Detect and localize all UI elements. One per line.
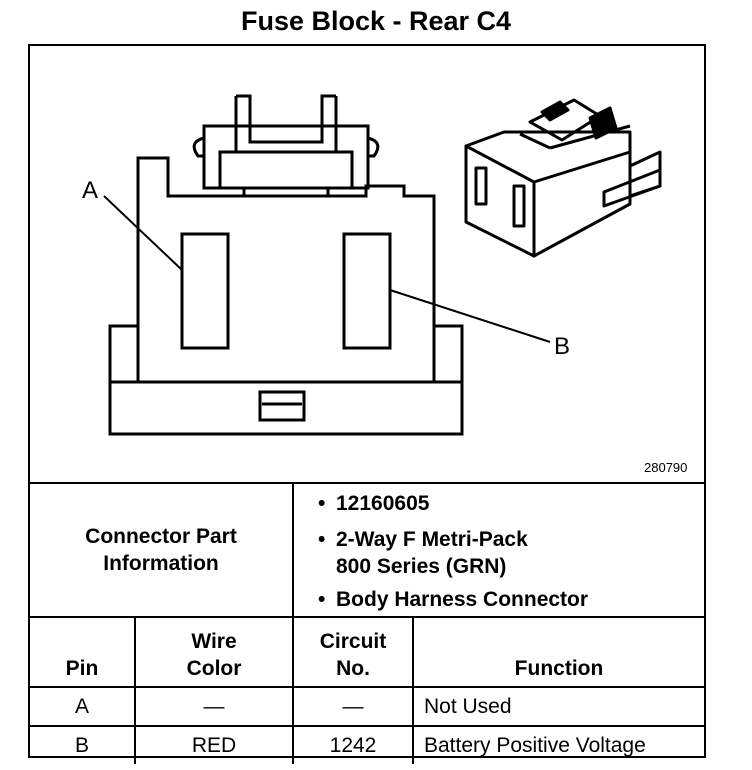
- cavity-a: [180, 232, 230, 350]
- callout-a: A: [82, 177, 98, 204]
- header-circuit: Circuit No.: [292, 618, 414, 688]
- callout-b: B: [554, 333, 570, 360]
- wire-color-cell: —: [134, 686, 294, 727]
- connector-info-label: Connector Part Information: [30, 484, 294, 616]
- table-row: A — — Not Used: [30, 686, 704, 727]
- figure-number: 280790: [644, 460, 688, 475]
- bullet-dot-icon: •: [318, 528, 326, 551]
- header-function: Function: [412, 618, 704, 688]
- table-header-row: Pin Wire Color Circuit No. Function: [30, 618, 704, 688]
- bottom-latch: [258, 390, 306, 422]
- header-wire-color-line2: Color: [186, 657, 242, 680]
- header-circuit-line1: Circuit: [319, 630, 387, 653]
- connector-frame: A B 280790 Connector Part Information • …: [28, 44, 706, 764]
- pin-cell: B: [30, 725, 136, 764]
- header-circuit-line2: No.: [336, 657, 370, 680]
- connector-face-drawing: A B: [82, 94, 662, 436]
- header-wire-color: Wire Color: [134, 618, 294, 688]
- connector-type: 2-Way F Metri-Pack: [336, 528, 528, 551]
- connector-info-label-line2: Information: [103, 552, 219, 575]
- table-row: B RED 1242 Battery Positive Voltage: [30, 725, 704, 764]
- function-cell: Battery Positive Voltage: [412, 725, 704, 764]
- part-number: 12160605: [336, 492, 430, 515]
- bullet-harness: • Body Harness Connector: [318, 586, 589, 613]
- circuit-cell: —: [292, 686, 414, 727]
- header-pin: Pin: [30, 618, 136, 688]
- connector-part-info: Connector Part Information • 12160605 • …: [30, 482, 704, 618]
- connector-body: [108, 156, 464, 436]
- connector-diagram: A B 280790: [30, 46, 704, 482]
- circuit-cell: 1242: [292, 725, 414, 764]
- pin-cell: A: [30, 686, 136, 727]
- harness-name: Body Harness Connector: [336, 588, 589, 611]
- wire-color-cell: RED: [134, 725, 294, 764]
- connector-info-label-line1: Connector Part: [85, 525, 237, 548]
- connector-isometric-view: [464, 98, 662, 258]
- connector-series: 800 Series (GRN): [336, 555, 507, 578]
- bullet-dot-icon: •: [318, 492, 326, 515]
- function-cell: Not Used: [412, 686, 704, 727]
- page-title: Fuse Block - Rear C4: [240, 6, 512, 36]
- cavity-b: [342, 232, 392, 350]
- lock-tab: [202, 124, 370, 190]
- bullet-dot-icon: •: [318, 588, 326, 611]
- pinout-table: Pin Wire Color Circuit No. Function A — …: [30, 618, 704, 764]
- bullet-part-number: • 12160605: [318, 490, 430, 517]
- bullet-connector-type: • 2-Way F Metri-Pack: [318, 526, 528, 553]
- header-wire-color-line1: Wire: [191, 630, 237, 653]
- connector-info-bullets: • 12160605 • 2-Way F Metri-Pack 800 Seri…: [294, 484, 704, 616]
